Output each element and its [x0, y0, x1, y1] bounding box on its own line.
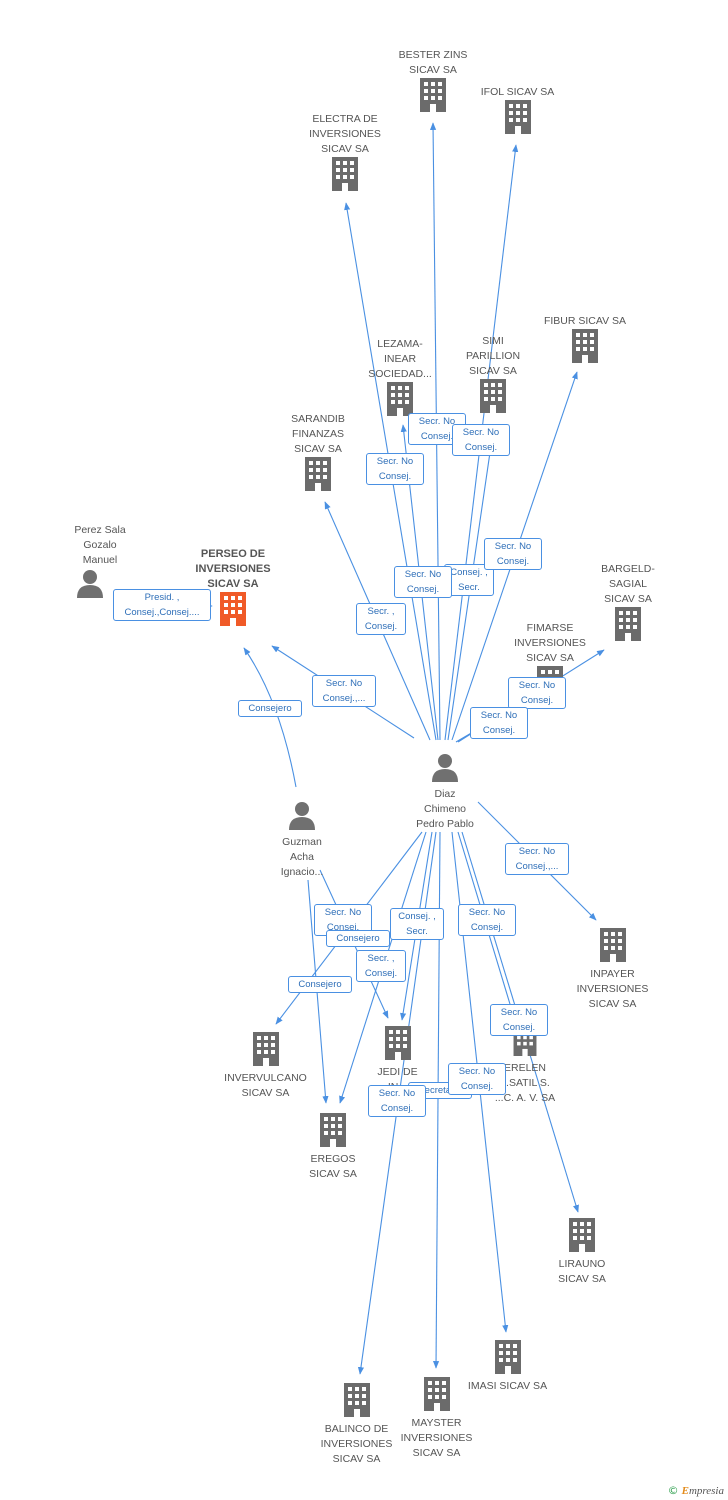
node-label: BALINCO DE INVERSIONES SICAV SA: [320, 1423, 393, 1465]
relation-label-diaz-inpayer[interactable]: Secr. No Consej.,...: [505, 843, 569, 875]
node-label: Perez Sala Gozalo Manuel: [74, 524, 126, 566]
building-icon: [220, 592, 246, 626]
copyright-icon: ©: [667, 1484, 679, 1497]
relation-label-guzman-jedi[interactable]: Consejero: [326, 930, 390, 947]
node-lirauno[interactable]: LIRAUNO SICAV SA: [542, 1218, 622, 1287]
building-icon: [494, 1340, 521, 1374]
node-eregos[interactable]: EREGOS SICAV SA: [293, 1113, 373, 1182]
node-bargeld[interactable]: BARGELD- SAGIAL SICAV SA: [588, 562, 668, 646]
node-label: LIRAUNO SICAV SA: [558, 1258, 606, 1285]
node-label: INVERVULCANO SICAV SA: [224, 1072, 307, 1099]
node-label: INPAYER INVERSIONES SICAV SA: [576, 968, 649, 1010]
node-guzman[interactable]: Guzman Acha Ignacio...: [262, 800, 342, 880]
relation-label-guzman-invervulcano[interactable]: Consejero: [288, 976, 352, 993]
node-lezama[interactable]: LEZAMA- INEAR SOCIEDAD...: [360, 337, 440, 421]
node-balinco[interactable]: BALINCO DE INVERSIONES SICAV SA: [314, 1383, 399, 1467]
building-icon: [387, 382, 413, 416]
building-icon: [572, 329, 598, 363]
building-icon: [569, 1218, 595, 1252]
building-icon: [305, 457, 331, 491]
node-label: Diaz Chimeno Pedro Pablo: [416, 788, 474, 830]
building-icon: [420, 78, 446, 112]
node-diaz[interactable]: Diaz Chimeno Pedro Pablo: [400, 752, 490, 832]
relation-label-diaz-simi[interactable]: Secr. No Consej.: [452, 424, 510, 456]
node-inpayer[interactable]: INPAYER INVERSIONES SICAV SA: [570, 928, 655, 1012]
building-icon: [423, 1377, 450, 1411]
node-perseo[interactable]: PERSEO DE INVERSIONES SICAV SA: [188, 547, 278, 631]
node-label: BESTER ZINS SICAV SA: [398, 49, 468, 76]
node-label: LEZAMA- INEAR SOCIEDAD...: [368, 338, 432, 380]
node-bester-zins[interactable]: BESTER ZINS SICAV SA: [388, 48, 478, 117]
building-icon: [320, 1113, 346, 1147]
person-icon: [432, 754, 458, 782]
person-icon: [289, 802, 315, 830]
building-icon: [343, 1383, 370, 1417]
node-label: ELECTRA DE INVERSIONES SICAV SA: [309, 113, 381, 155]
relation-label-diaz-fimarse[interactable]: Secr. No Consej.: [470, 707, 528, 739]
building-icon: [384, 1026, 411, 1060]
node-fibur[interactable]: FIBUR SICAV SA: [535, 314, 635, 368]
node-label: FIBUR SICAV SA: [543, 315, 627, 327]
node-imasi[interactable]: IMASI SICAV SA: [460, 1340, 555, 1394]
node-ifol[interactable]: IFOL SICAV SA: [470, 85, 565, 139]
node-label: IFOL SICAV SA: [480, 86, 555, 98]
building-icon: [480, 379, 506, 413]
node-label: EREGOS SICAV SA: [309, 1153, 357, 1180]
node-mayster[interactable]: MAYSTER INVERSIONES SICAV SA: [394, 1377, 479, 1461]
relation-label-guzman-perseo[interactable]: Consejero: [238, 700, 302, 717]
node-sarandib[interactable]: SARANDIB FINANZAS SICAV SA: [278, 412, 358, 496]
building-icon: [332, 157, 358, 191]
relation-label-diaz-erelen[interactable]: Secr. No Consej.: [458, 904, 516, 936]
node-label: Guzman Acha Ignacio...: [280, 836, 324, 878]
person-icon: [77, 570, 103, 598]
relation-label-diaz-sarandib[interactable]: Secr. , Consej.: [356, 603, 406, 635]
relation-label-diaz-fibur[interactable]: Secr. No Consej.: [484, 538, 542, 570]
relation-label-perez-perseo[interactable]: Presid. , Consej.,Consej....: [113, 589, 211, 621]
node-label: FIMARSE INVERSIONES SICAV SA: [514, 622, 586, 664]
node-simi[interactable]: SIMI PARILLION SICAV SA: [453, 334, 533, 418]
node-label: MAYSTER INVERSIONES SICAV SA: [400, 1417, 473, 1459]
relation-label-diaz-bester[interactable]: Secr. No Consej.: [394, 566, 452, 598]
brand-logo-initial: E: [681, 1485, 689, 1497]
relation-label-diaz-eregos[interactable]: Secr. , Consej.: [356, 950, 406, 982]
relation-label-diaz-bargeld[interactable]: Secr. No Consej.: [508, 677, 566, 709]
relation-label-diaz-ifol[interactable]: Consej. , Secr.: [444, 564, 494, 596]
node-label: SIMI PARILLION SICAV SA: [465, 335, 521, 377]
node-invervulcano[interactable]: INVERVULCANO SICAV SA: [218, 1032, 313, 1101]
relation-label-diaz-perseo[interactable]: Secr. No Consej.,...: [312, 675, 376, 707]
copyright-mark: ©Empresia: [668, 1484, 724, 1497]
brand-logo-text: mpresia: [688, 1485, 724, 1497]
relation-label-diaz-electra[interactable]: Secr. No Consej.: [366, 453, 424, 485]
node-label: ERELEN ...SATIL S. ...C. A. V. SA: [494, 1062, 556, 1104]
building-icon: [252, 1032, 279, 1066]
relation-label-diaz-jedi[interactable]: Consej. , Secr.: [390, 908, 444, 940]
node-electra[interactable]: ELECTRA DE INVERSIONES SICAV SA: [300, 112, 390, 196]
building-icon: [615, 607, 641, 641]
relation-label-diaz-imasi[interactable]: Secr. No Consej.: [448, 1063, 506, 1095]
building-icon: [504, 100, 531, 134]
node-label: SARANDIB FINANZAS SICAV SA: [291, 413, 345, 455]
relation-label-diaz-lirauno[interactable]: Secr. No Consej.: [490, 1004, 548, 1036]
node-label: PERSEO DE INVERSIONES SICAV SA: [195, 548, 271, 590]
relation-label-diaz-balinco[interactable]: Secr. No Consej.: [368, 1085, 426, 1117]
edge-guzman-perseo: [243, 647, 297, 788]
node-label: BARGELD- SAGIAL SICAV SA: [601, 563, 655, 605]
node-perez[interactable]: Perez Sala Gozalo Manuel: [60, 523, 140, 603]
node-label: IMASI SICAV SA: [467, 1380, 548, 1392]
building-icon: [599, 928, 626, 962]
